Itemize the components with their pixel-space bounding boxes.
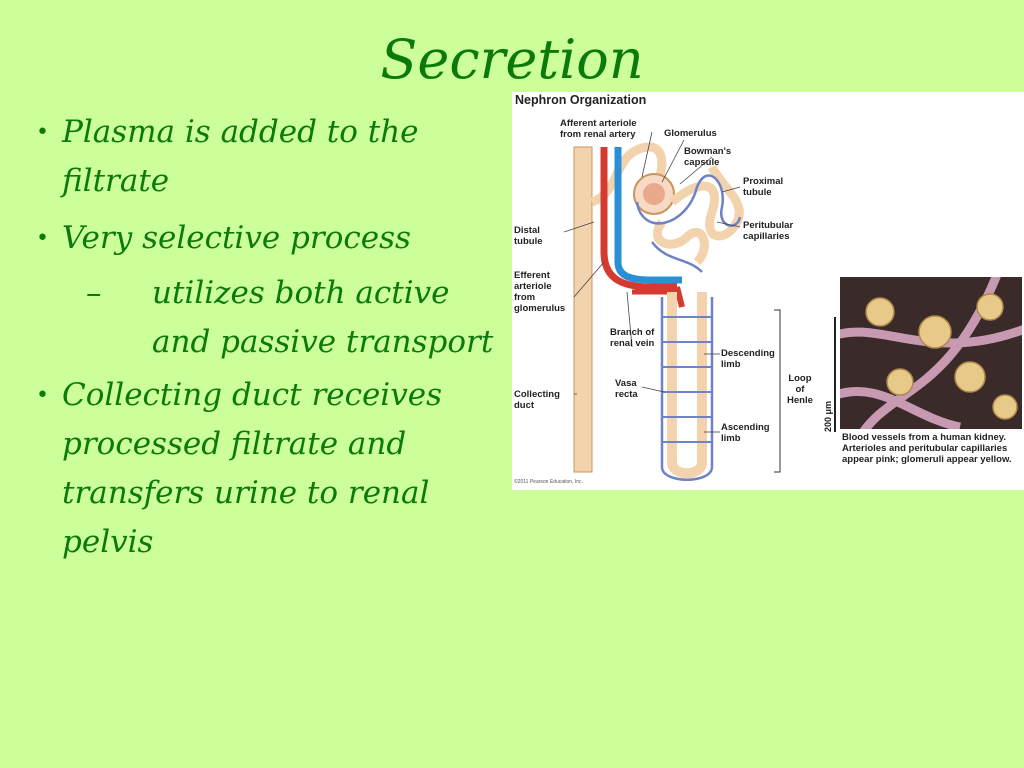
sub-bullet-item: – utilizes both active and passive trans…: [36, 269, 506, 367]
bullet-text: Very selective process: [62, 220, 411, 256]
figure-title: Nephron Organization: [515, 93, 647, 107]
nephron-figure: Nephron Organization Afferent arteriole …: [512, 92, 1024, 490]
label-distal-tubule: Distal tubule: [514, 225, 543, 247]
sub-bullet-glyph: –: [86, 275, 102, 311]
label-branch-renal-vein: Branch of renal vein: [610, 327, 655, 349]
slide-title: Secretion: [380, 28, 644, 91]
bullet-text: Collecting duct receives processed filtr…: [62, 377, 442, 560]
loop-of-henle-shape: [667, 292, 707, 479]
label-efferent-arteriole: Efferent arteriole from glomerulus: [514, 270, 566, 314]
bullet-list: • Plasma is added to the filtrate • Very…: [36, 108, 506, 567]
photo-caption: Blood vessels from a human kidney. Arter…: [842, 432, 1012, 465]
scale-label: 200 μm: [823, 400, 833, 432]
bullet-item: • Collecting duct receives processed fil…: [36, 371, 506, 567]
bullet-text: Plasma is added to the filtrate: [62, 114, 419, 199]
collecting-duct-shape: [573, 146, 593, 473]
label-ascending-limb: Ascending limb: [721, 422, 770, 444]
label-proximal-tubule: Proximal tubule: [743, 176, 784, 198]
peritubular-capillaries-shape: [635, 174, 742, 227]
kidney-micrograph: [840, 277, 1022, 429]
proximal-tubule-shape: [669, 164, 744, 241]
bullet-glyph: •: [36, 226, 49, 251]
afferent-arteriole-shape: [600, 147, 677, 291]
nephron-diagram: [563, 131, 836, 481]
sub-bullet-text: utilizes both active and passive transpo…: [152, 275, 494, 360]
vasa-recta-shape: [660, 297, 714, 481]
bullet-item: • Very selective process: [36, 214, 506, 263]
label-peritubular-capillaries: Peritubular capillaries: [743, 220, 794, 242]
bullet-item: • Plasma is added to the filtrate: [36, 108, 506, 206]
renal-vein-shape: [614, 147, 682, 284]
label-descending-limb: Descending limb: [721, 348, 775, 370]
bullet-glyph: •: [36, 120, 49, 145]
bullet-glyph: •: [36, 383, 49, 408]
loop-bracket: [774, 309, 781, 473]
label-vasa-recta: Vasa recta: [615, 378, 638, 400]
label-afferent-arteriole: Afferent arteriole from renal artery: [560, 118, 637, 140]
label-glomerulus: Glomerulus: [664, 128, 717, 139]
copyright: ©2011 Pearson Education, Inc.: [514, 479, 583, 485]
label-loop-of-henle: Loop of Henle: [787, 373, 813, 406]
label-bowmans-capsule: Bowman's capsule: [684, 146, 732, 168]
label-collecting-duct: Collecting duct: [514, 389, 560, 411]
